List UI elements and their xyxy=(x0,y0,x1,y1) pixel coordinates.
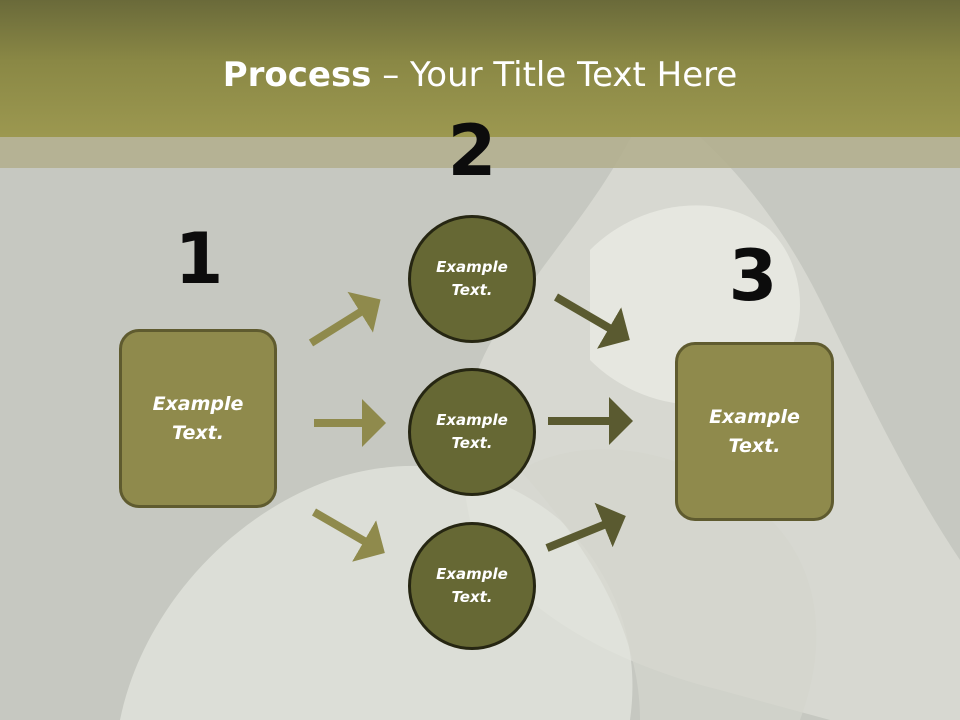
step-1-box: Example Text. xyxy=(119,329,277,508)
step-3-text: Example Text. xyxy=(709,405,800,457)
step-3-box: Example Text. xyxy=(675,342,834,521)
arrow-top-to-3 xyxy=(553,293,630,349)
step-2-number: 2 xyxy=(447,110,497,192)
step-2-circle-middle: Example Text. xyxy=(408,368,536,496)
circle-middle-text: Example Text. xyxy=(436,411,508,452)
step-3-number: 3 xyxy=(728,235,778,317)
slide-title: Process – Your Title Text Here xyxy=(0,52,960,98)
title-rest: – Your Title Text Here xyxy=(371,55,738,95)
arrow-1-to-bottom xyxy=(311,508,385,562)
arrow-bottom-to-3 xyxy=(545,502,626,552)
step-1-text: Example Text. xyxy=(152,392,244,444)
step-2-circle-top: Example Text. xyxy=(408,215,536,343)
step-2-circle-bottom: Example Text. xyxy=(408,522,536,650)
step-1-number: 1 xyxy=(174,218,224,300)
arrow-1-to-top xyxy=(308,291,381,347)
title-bar xyxy=(0,0,960,137)
title-band xyxy=(0,137,960,168)
title-bold: Process xyxy=(222,55,372,95)
circle-top-text: Example Text. xyxy=(436,258,508,299)
circle-bottom-text: Example Text. xyxy=(436,565,508,606)
